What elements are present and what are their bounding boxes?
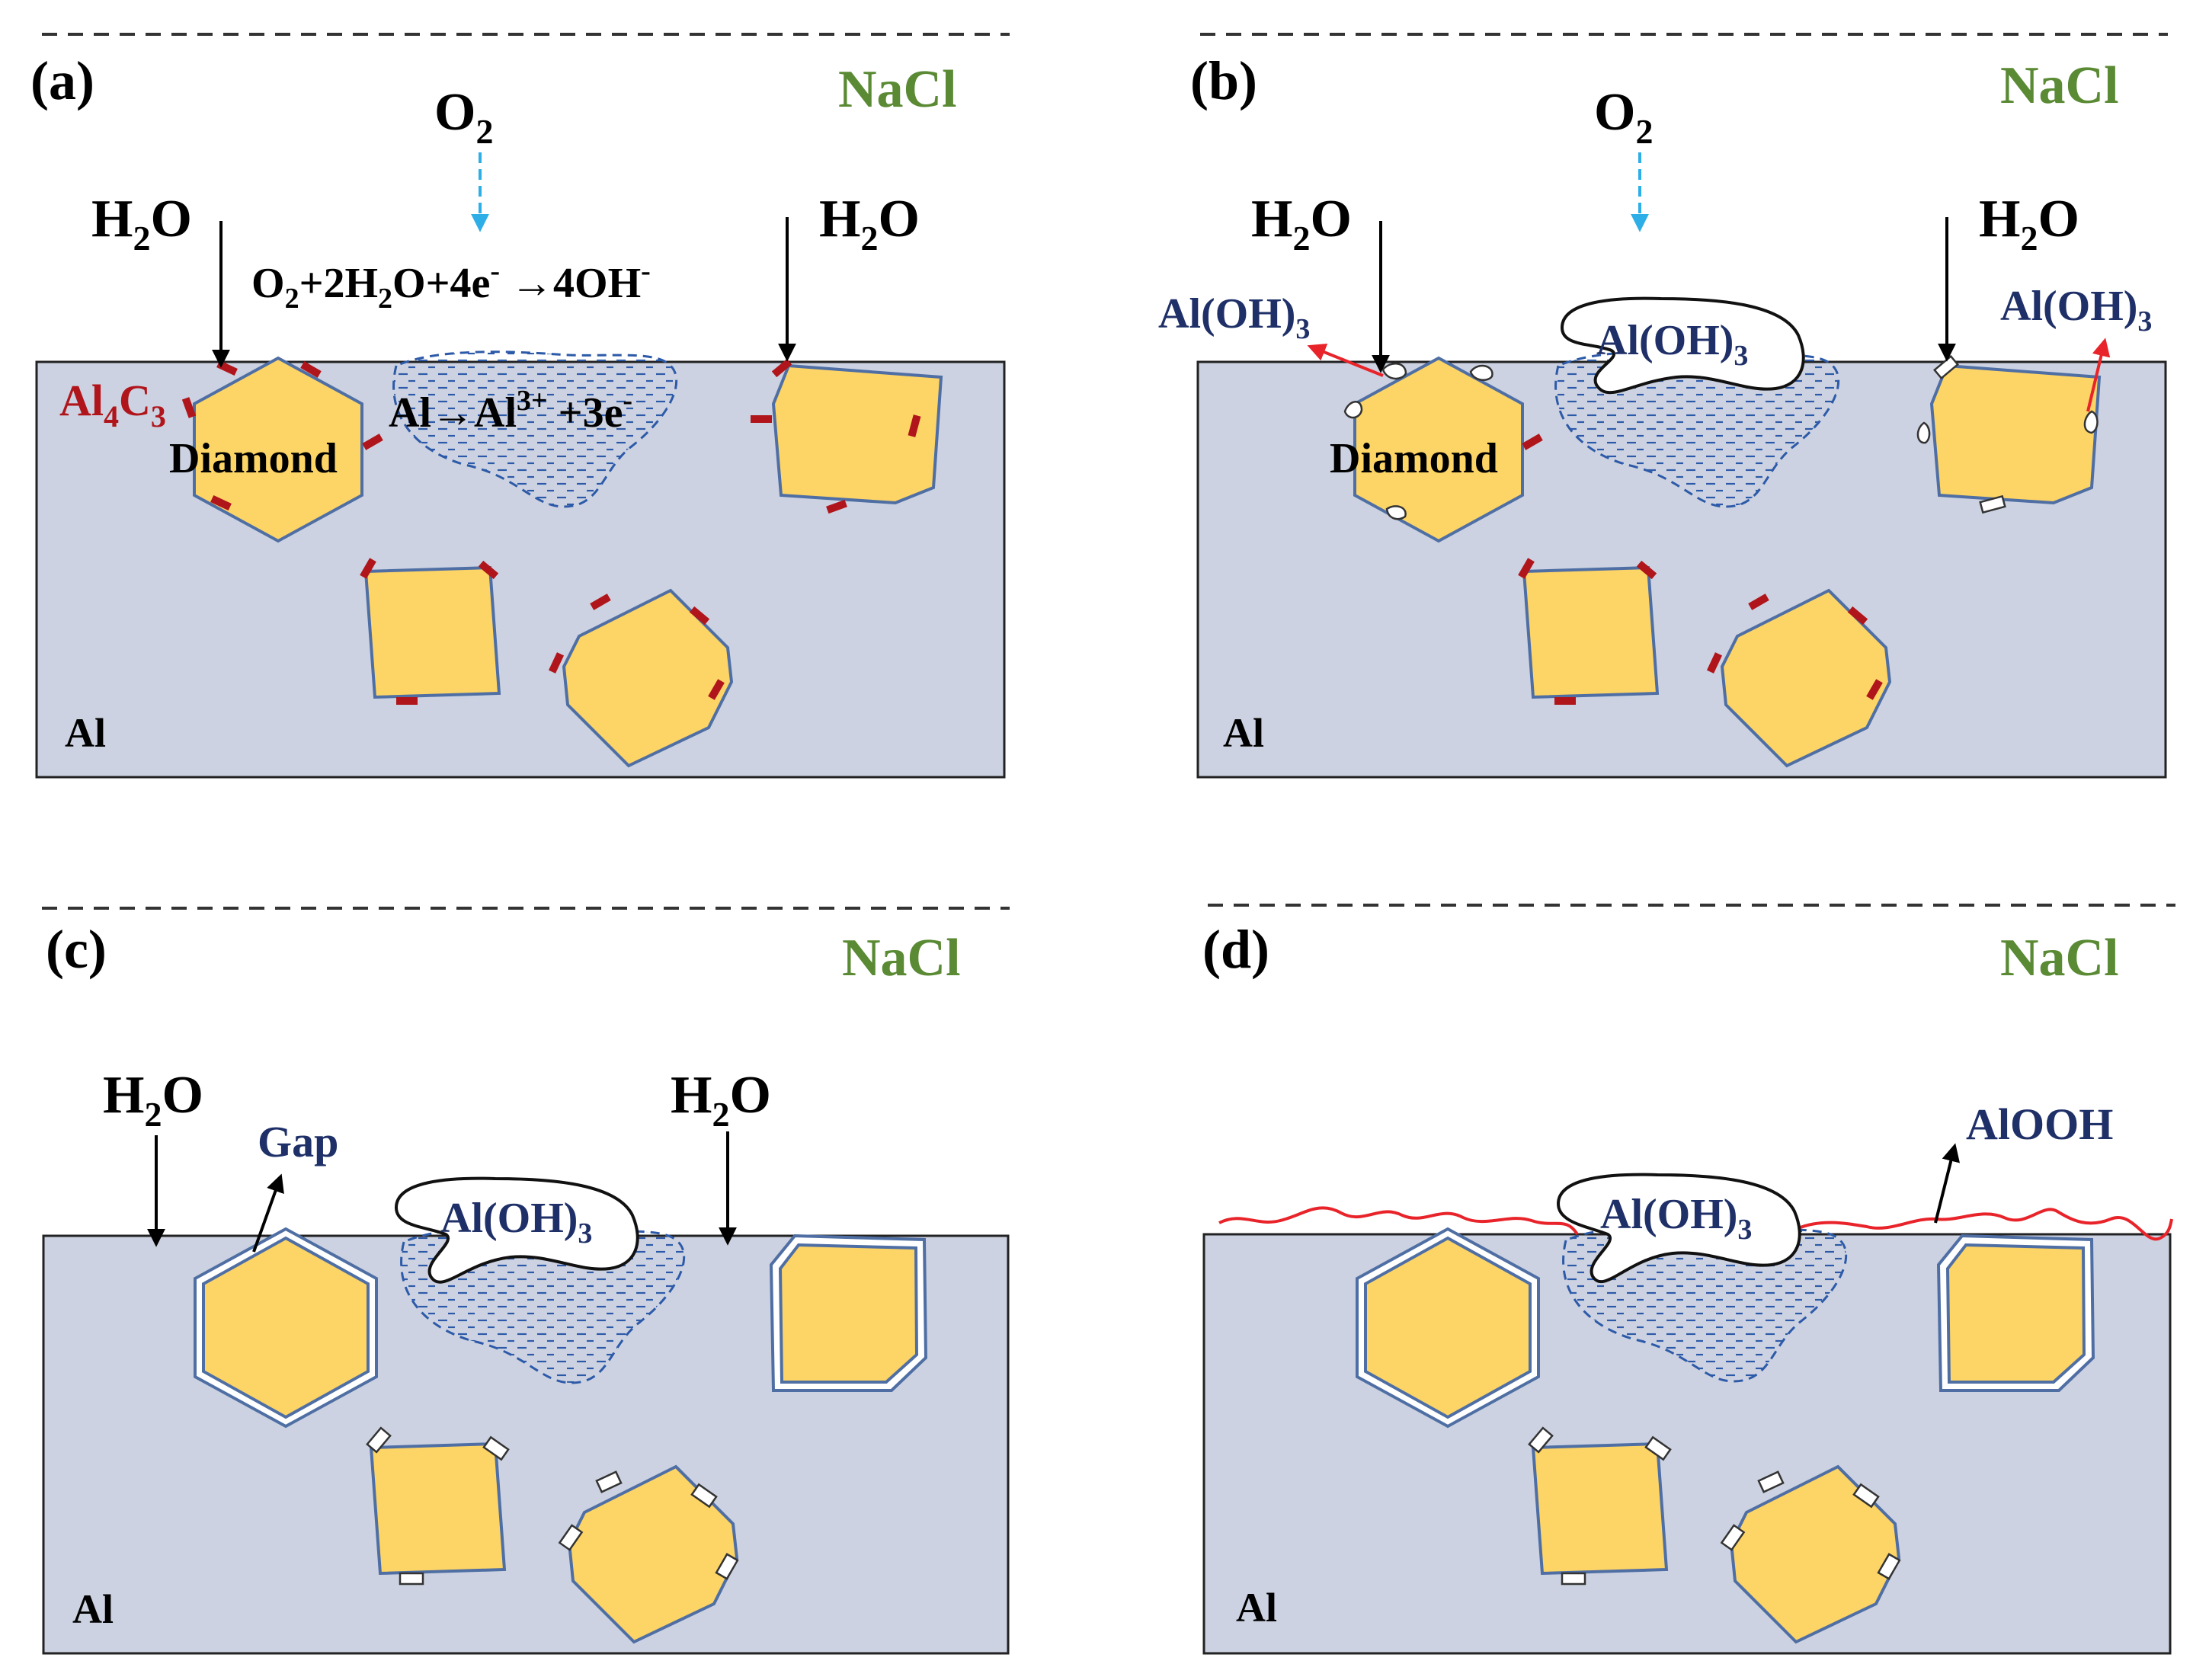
diamond-particle [193, 356, 363, 543]
o2-label: O2 [1594, 83, 1653, 151]
h2o-label-right: H2O [819, 190, 920, 258]
electrolyte-label: NaCl [2000, 929, 2119, 987]
aloh3-deposit [1560, 296, 1805, 395]
diamond-particle [1945, 1243, 2086, 1384]
h2o-label-right: H2O [671, 1066, 771, 1134]
electrolyte-label: NaCl [838, 60, 957, 119]
aloh3-label-left: Al(OH)3 [1158, 290, 1310, 345]
alooh-film-right [1798, 1208, 2173, 1241]
diamond-label: Diamond [169, 435, 338, 482]
panel-c: (c) NaCl H2O H2O Gap Al(OH)3 Al [42, 907, 1010, 1655]
cathodic-reaction: O2+2H2O+4e- →4OH- [251, 255, 651, 315]
aloh3-label: Al(OH)3 [1600, 1191, 1752, 1246]
aloh3-deposit [1556, 1173, 1801, 1284]
electrolyte-label: NaCl [842, 929, 961, 987]
substrate-label: Al [72, 1586, 114, 1632]
diamond-particle [202, 1236, 370, 1419]
panel-label: (a) [30, 50, 94, 111]
substrate-label: Al [65, 710, 106, 756]
product-arrow-left [1307, 343, 1384, 377]
o2-label: O2 [434, 83, 493, 151]
diamond-particle [1531, 1442, 1669, 1576]
electrolyte-label: NaCl [2000, 56, 2119, 115]
panel-b: (b) NaCl [1158, 33, 2168, 779]
panel-d: (d) NaCl AlOOH Al(OH)3 Al [1202, 904, 2175, 1655]
corrosion-product-particles [1343, 354, 2099, 520]
gap-arrow [252, 1173, 284, 1253]
alooh-arrow [1934, 1143, 1960, 1224]
diamond-label: Diamond [1330, 435, 1498, 482]
panel-label: (b) [1190, 50, 1257, 111]
diamond-particle [1929, 363, 2102, 505]
product-arrow-right [2086, 338, 2111, 412]
diamond-particle [562, 588, 734, 768]
diamond-particle [1364, 1236, 1532, 1419]
panel-a: (a) NaCl [30, 33, 1010, 779]
aloh3-label-pit: Al(OH)3 [1596, 317, 1748, 372]
h2o-label-left: H2O [91, 190, 192, 258]
diamond-particle [771, 363, 943, 505]
substrate-label: Al [1223, 710, 1264, 756]
alooh-label: AlOOH [1966, 1099, 2113, 1149]
diamond-particle [369, 1442, 507, 1576]
substrate-label: Al [1236, 1585, 1277, 1630]
diamond-particle [567, 1464, 739, 1644]
panel-label: (c) [46, 919, 107, 980]
gap-label: Gap [258, 1117, 338, 1166]
diamond-particle [1720, 588, 1892, 768]
anodic-reaction: Al→Al3+ +3e- [389, 385, 632, 437]
h2o-label-left: H2O [103, 1066, 203, 1134]
diamond-particle [363, 565, 501, 699]
carbide-markers [181, 358, 921, 705]
carbide-markers [1518, 434, 1883, 705]
h2o-label-right: H2O [1979, 190, 2079, 258]
corrosion-pit [392, 350, 678, 508]
diamond-particle [1522, 565, 1660, 699]
corrosion-product-particles [1528, 1426, 1901, 1586]
panel-label: (d) [1202, 919, 1269, 980]
aloh3-label: Al(OH)3 [440, 1195, 592, 1250]
h2o-label-left: H2O [1251, 190, 1352, 258]
diamond-particle [1729, 1464, 1901, 1644]
carbide-label: Al4C3 [59, 376, 166, 434]
aloh3-deposit [394, 1176, 639, 1284]
corrosion-product-particles [366, 1426, 739, 1586]
diamond-particle [778, 1243, 919, 1384]
aloh3-label-right: Al(OH)3 [2000, 283, 2152, 338]
alooh-film-left [1218, 1206, 1579, 1236]
